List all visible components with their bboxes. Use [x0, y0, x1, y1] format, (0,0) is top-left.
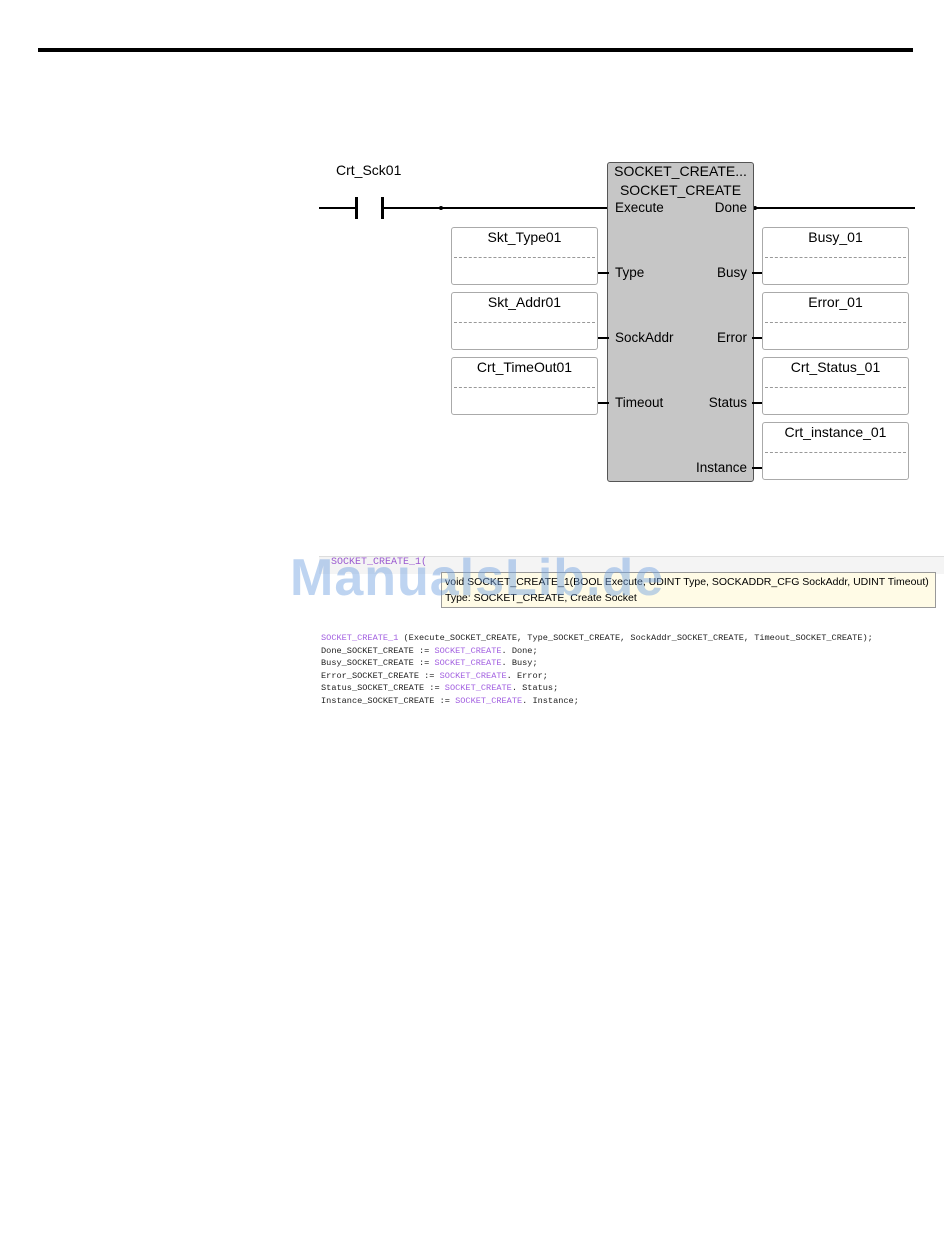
rung-wire-mid	[383, 207, 607, 209]
junction-dot	[439, 206, 443, 210]
code-line: Error_SOCKET_CREATE := SOCKET_CREATE. Er…	[321, 670, 873, 683]
output-tag-instance[interactable]: Crt_instance_01	[762, 422, 909, 480]
code-rhs: . Instance;	[522, 695, 579, 706]
pin-error: Error	[717, 330, 747, 345]
tag-divider	[765, 257, 906, 258]
editor-current-line[interactable]	[319, 556, 944, 574]
code-lhs: Busy_SOCKET_CREATE :=	[321, 658, 435, 669]
code-rhs: (Execute_SOCKET_CREATE, Type_SOCKET_CREA…	[398, 633, 873, 643]
contact-bar-right	[381, 197, 384, 219]
code-line: Busy_SOCKET_CREATE := SOCKET_CREATE. Bus…	[321, 657, 873, 670]
stub-error	[752, 337, 766, 339]
output-tag-error[interactable]: Error_01	[762, 292, 909, 350]
tag-divider	[454, 387, 595, 388]
output-tag-busy-name: Busy_01	[808, 229, 863, 245]
output-tag-error-name: Error_01	[808, 294, 863, 310]
tooltip-type: Type: SOCKET_CREATE, Create Socket	[445, 592, 637, 604]
done-dot	[753, 206, 757, 210]
pin-timeout: Timeout	[615, 395, 664, 410]
code-rhs: . Busy;	[501, 658, 538, 669]
pin-sockaddr: SockAddr	[615, 330, 674, 345]
block-type-name: SOCKET_CREATE	[619, 182, 742, 198]
input-tag-timeout-name: Crt_TimeOut01	[476, 359, 573, 375]
tag-divider	[765, 322, 906, 323]
code-line: Done_SOCKET_CREATE := SOCKET_CREATE. Don…	[321, 645, 873, 658]
header-rule	[38, 48, 913, 52]
code-rhs: . Error;	[506, 670, 548, 681]
tag-divider	[765, 387, 906, 388]
code-rhs: . Status;	[511, 683, 559, 694]
pin-execute: Execute	[615, 200, 664, 215]
stub-busy	[752, 272, 766, 274]
rung-wire-right	[754, 207, 915, 209]
stub-timeout	[595, 402, 609, 404]
contact-bar-left	[355, 197, 358, 219]
rung-wire-left	[319, 207, 356, 209]
input-tag-timeout[interactable]: Crt_TimeOut01	[451, 357, 598, 415]
stub-type	[595, 272, 609, 274]
input-tag-sockaddr[interactable]: Skt_Addr01	[451, 292, 598, 350]
pin-busy: Busy	[716, 265, 747, 280]
code-lhs: Done_SOCKET_CREATE :=	[321, 645, 435, 656]
code-line: Instance_SOCKET_CREATE := SOCKET_CREATE.…	[321, 695, 873, 708]
input-tag-type-name: Skt_Type01	[487, 229, 562, 245]
tag-divider	[454, 257, 595, 258]
code-fb-name: SOCKET_CREATE	[434, 645, 502, 656]
contact-tag-label: Crt_Sck01	[336, 162, 402, 178]
output-tag-status[interactable]: Crt_Status_01	[762, 357, 909, 415]
code-lhs: Instance_SOCKET_CREATE :=	[321, 695, 456, 706]
code-block: SOCKET_CREATE_1 (Execute_SOCKET_CREATE, …	[321, 632, 873, 708]
tooltip-signature: void SOCKET_CREATE_1(BOOL Execute, UDINT…	[445, 576, 929, 588]
output-tag-status-name: Crt_Status_01	[790, 359, 881, 375]
function-block-socket-create[interactable]: SOCKET_CREATE... SOCKET_CREATE Execute T…	[607, 162, 754, 482]
stub-instance	[752, 467, 766, 469]
code-fb-name: SOCKET_CREATE	[434, 658, 502, 669]
tag-divider	[454, 322, 595, 323]
stub-sockaddr	[595, 337, 609, 339]
code-fb-name: SOCKET_CREATE	[455, 695, 523, 706]
stub-status	[752, 402, 766, 404]
output-tag-busy[interactable]: Busy_01	[762, 227, 909, 285]
block-instance-name: SOCKET_CREATE...	[614, 163, 747, 179]
input-tag-type[interactable]: Skt_Type01	[451, 227, 598, 285]
pin-instance: Instance	[695, 460, 747, 475]
pin-status: Status	[708, 395, 747, 410]
output-tag-instance-name: Crt_instance_01	[784, 424, 887, 440]
pin-type: Type	[615, 265, 645, 280]
editor-typed-text: SOCKET_CREATE_1(	[331, 557, 428, 568]
code-fb-name: SOCKET_CREATE	[444, 683, 512, 694]
signature-tooltip: void SOCKET_CREATE_1(BOOL Execute, UDINT…	[441, 572, 936, 608]
code-line: SOCKET_CREATE_1 (Execute_SOCKET_CREATE, …	[321, 632, 873, 645]
input-tag-sockaddr-name: Skt_Addr01	[487, 294, 562, 310]
code-lhs: Status_SOCKET_CREATE :=	[321, 683, 445, 694]
code-fb-name: SOCKET_CREATE_1	[321, 633, 399, 643]
tag-divider	[765, 452, 906, 453]
code-rhs: . Done;	[501, 645, 538, 656]
code-line: Status_SOCKET_CREATE := SOCKET_CREATE. S…	[321, 682, 873, 695]
code-fb-name: SOCKET_CREATE	[439, 670, 507, 681]
pin-done: Done	[714, 200, 747, 215]
code-lhs: Error_SOCKET_CREATE :=	[321, 670, 440, 681]
watermark: ManualsLib.de	[290, 549, 665, 607]
